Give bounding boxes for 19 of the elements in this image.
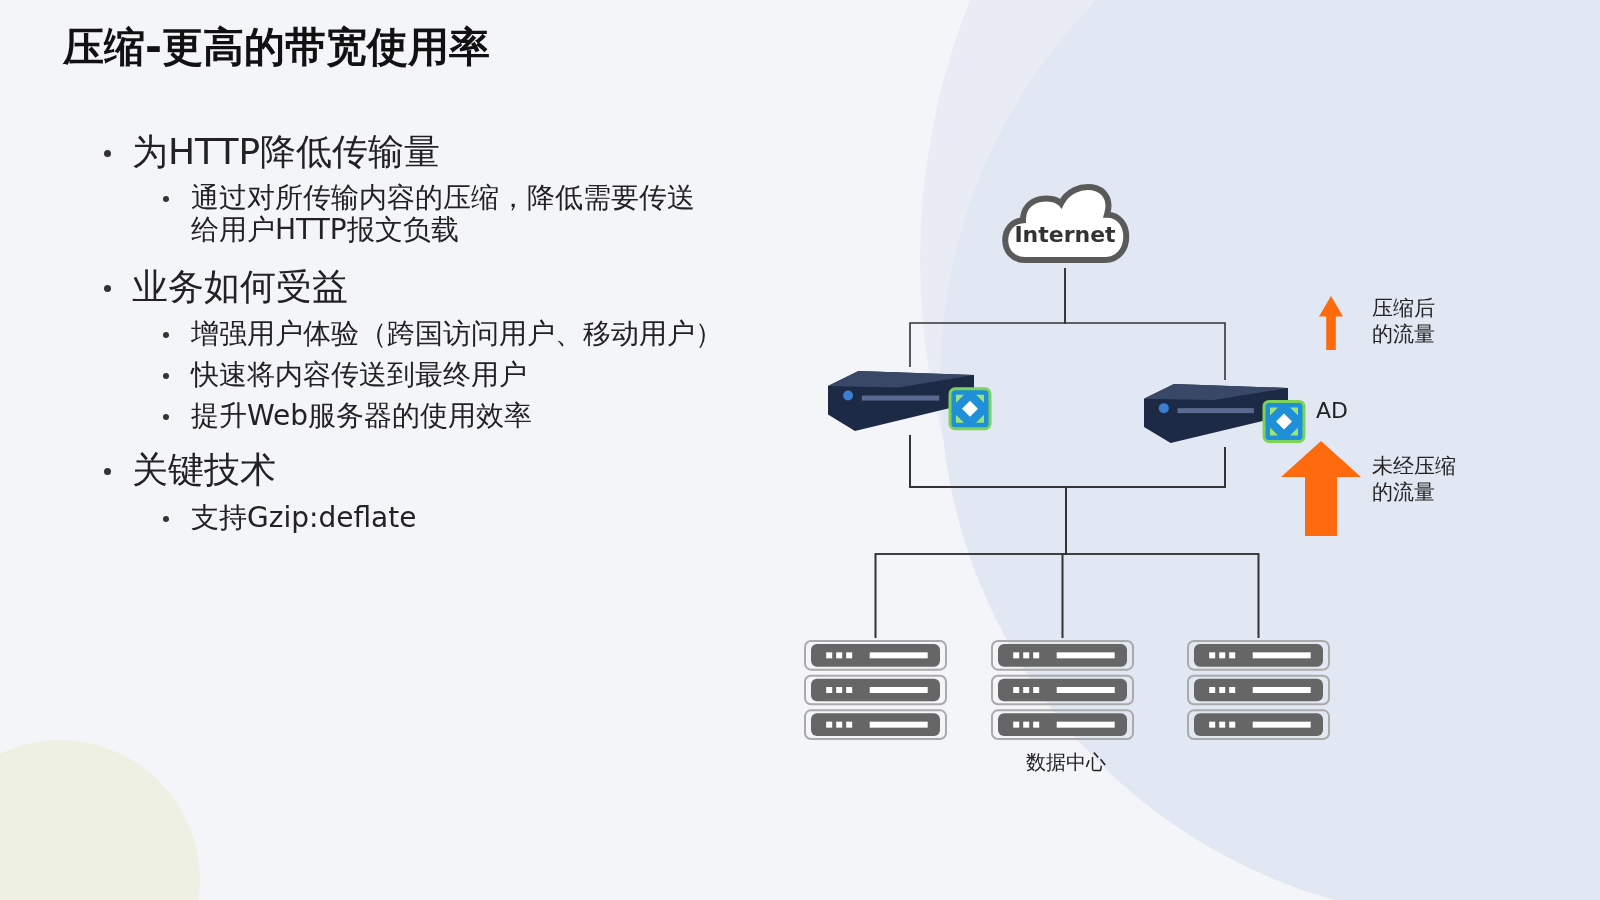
legend-text: 压缩后的流量 <box>1372 295 1436 348</box>
bullet-text: 快速将内容传送到最终用户 <box>191 359 527 392</box>
bullet-heading: 关键技术 <box>132 449 276 491</box>
bullet-heading: 为HTTP降低传输量 <box>132 131 441 173</box>
slide-title: 压缩-更高的带宽使用率 <box>63 24 491 72</box>
device-label: AD <box>1316 398 1348 424</box>
server-rack-drawing <box>803 638 948 742</box>
server-rack-drawing <box>1186 638 1331 742</box>
node-label: Internet <box>1013 222 1117 248</box>
connector-line <box>1065 446 1260 639</box>
bullet-text: 增强用户体验（跨国访问用户、移动用户） <box>191 318 723 351</box>
bullet-heading: 业务如何受益 <box>132 266 348 308</box>
server-rack-drawing <box>990 638 1135 742</box>
bullet-text: 支持Gzip:deflate <box>191 502 417 535</box>
legend-text: 未经压缩的流量 <box>1372 453 1457 506</box>
bullet-text: 通过对所传输内容的压缩，降低需要传送给用户HTTP报文负载 <box>191 182 696 247</box>
connector-line <box>1064 267 1226 381</box>
caption-text: 数据中心 <box>1025 751 1107 774</box>
bullet-text: 提升Web服务器的使用效率 <box>191 400 533 433</box>
